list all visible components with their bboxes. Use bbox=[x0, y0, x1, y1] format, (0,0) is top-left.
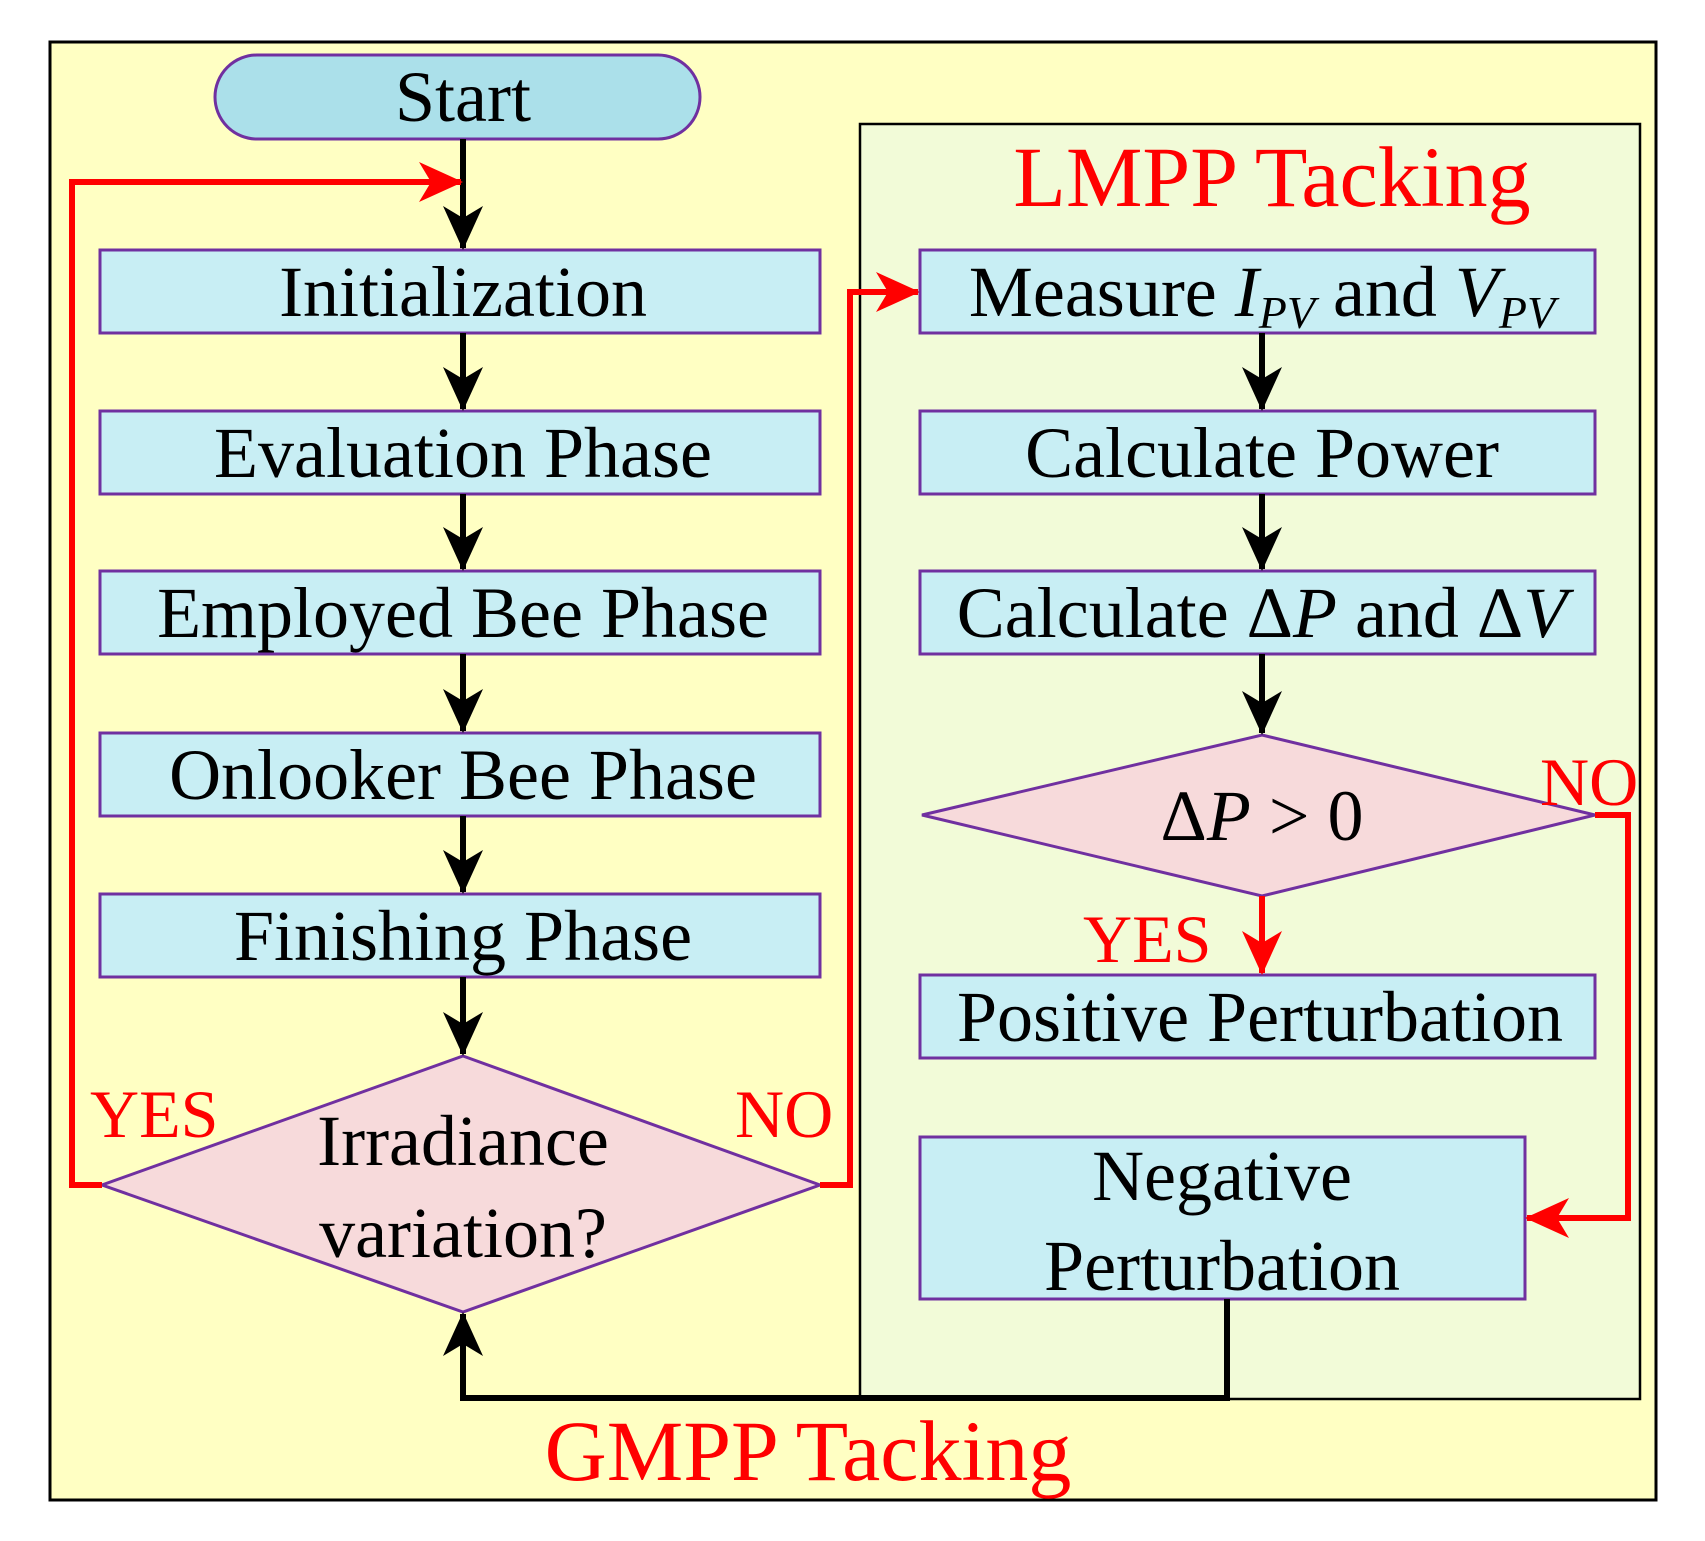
calculate-power-label: Calculate Power bbox=[1025, 413, 1499, 493]
no-label-left: NO bbox=[735, 1076, 833, 1152]
irradiance-label-line2: variation? bbox=[319, 1193, 607, 1273]
dp-decision-label: ΔP > 0 bbox=[1161, 776, 1364, 856]
initialization-label: Initialization bbox=[279, 252, 647, 332]
measure-box: Measure IPV and VPV bbox=[918, 248, 1597, 338]
yes-label-left: YES bbox=[90, 1076, 218, 1152]
measure-label: Measure IPV and VPV bbox=[969, 252, 1560, 338]
gmpp-title: GMPP Tacking bbox=[545, 1403, 1072, 1499]
start-terminal: Start bbox=[213, 53, 702, 141]
start-label: Start bbox=[395, 57, 531, 137]
irradiance-label-line1: Irradiance bbox=[317, 1101, 609, 1181]
arrow-negative-to-irradiance bbox=[443, 1299, 1230, 1401]
calculate-dp-dv-box: Calculate ΔP and ΔV bbox=[918, 569, 1597, 656]
positive-perturbation-box: Positive Perturbation bbox=[918, 973, 1597, 1060]
positive-perturbation-label: Positive Perturbation bbox=[957, 977, 1563, 1057]
employed-bee-phase-label: Employed Bee Phase bbox=[157, 573, 769, 653]
calculate-power-box: Calculate Power bbox=[918, 409, 1597, 496]
evaluation-phase-box: Evaluation Phase bbox=[98, 409, 822, 496]
no-label-right: NO bbox=[1540, 744, 1638, 820]
negative-perturbation-label-line1: Negative bbox=[1092, 1136, 1352, 1216]
finishing-phase-box: Finishing Phase bbox=[98, 892, 822, 979]
onlooker-bee-phase-label: Onlooker Bee Phase bbox=[169, 735, 757, 815]
arrow-yes-loop bbox=[69, 162, 463, 1188]
dp-positive-decision: ΔP > 0 bbox=[921, 733, 1596, 898]
calculate-dp-dv-label: Calculate ΔP and ΔV bbox=[957, 573, 1574, 653]
arrow-no-to-measure bbox=[820, 272, 920, 1188]
evaluation-phase-label: Evaluation Phase bbox=[214, 413, 712, 493]
initialization-box: Initialization bbox=[98, 248, 822, 335]
yes-label-right: YES bbox=[1083, 901, 1211, 977]
finishing-phase-label: Finishing Phase bbox=[234, 896, 692, 976]
arrow-no-to-negative bbox=[1525, 812, 1631, 1238]
negative-perturbation-label-line2: Perturbation bbox=[1044, 1226, 1400, 1306]
onlooker-bee-phase-box: Onlooker Bee Phase bbox=[98, 731, 822, 818]
lmpp-title: LMPP Tacking bbox=[1013, 129, 1530, 225]
irradiance-variation-decision: Irradiance variation? bbox=[97, 1054, 825, 1314]
employed-bee-phase-box: Employed Bee Phase bbox=[98, 569, 822, 656]
negative-perturbation-box: Negative Perturbation bbox=[918, 1135, 1527, 1306]
